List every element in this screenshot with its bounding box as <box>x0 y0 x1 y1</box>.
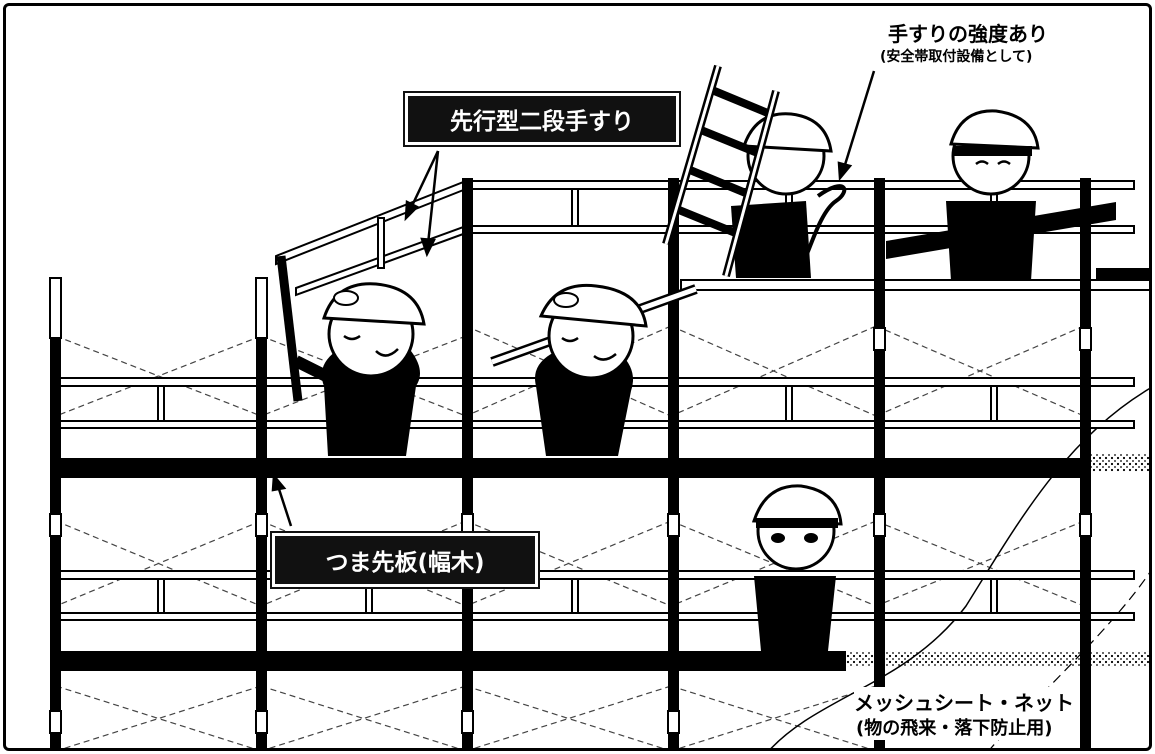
helmet-icon <box>751 484 843 526</box>
guardrail-label: 先行型二段手すり <box>403 91 681 147</box>
worker-icon <box>276 255 426 456</box>
handrail-strength-title: 手すりの強度あり <box>888 22 1048 46</box>
handrail-strength-note: (安全帯取付設備として) <box>880 49 1033 65</box>
helmet-icon <box>741 112 833 153</box>
arrow-icon <box>271 70 876 527</box>
worker-icon <box>751 484 843 651</box>
diagram-frame: 先行型二段手すり つま先板(幅木) 手すりの強度あり (安全帯取付設備として) … <box>3 3 1152 751</box>
worker-icon <box>886 109 1116 281</box>
toeboard-level1 <box>56 458 1084 478</box>
helmet-icon <box>949 109 1040 150</box>
toeboard-level2 <box>56 651 846 671</box>
scaffold-standards <box>49 178 1092 748</box>
mesh-note: (物の飛来・落下防止用) <box>856 714 1053 740</box>
top-deck <box>680 268 1149 291</box>
toeboard-label: つま先板(幅木) <box>270 531 540 589</box>
scaffold-illustration <box>49 64 1149 748</box>
mesh-title: メッシュシート・ネット <box>854 687 1074 716</box>
worker-icon <box>490 283 698 456</box>
worker-icon <box>662 64 847 278</box>
